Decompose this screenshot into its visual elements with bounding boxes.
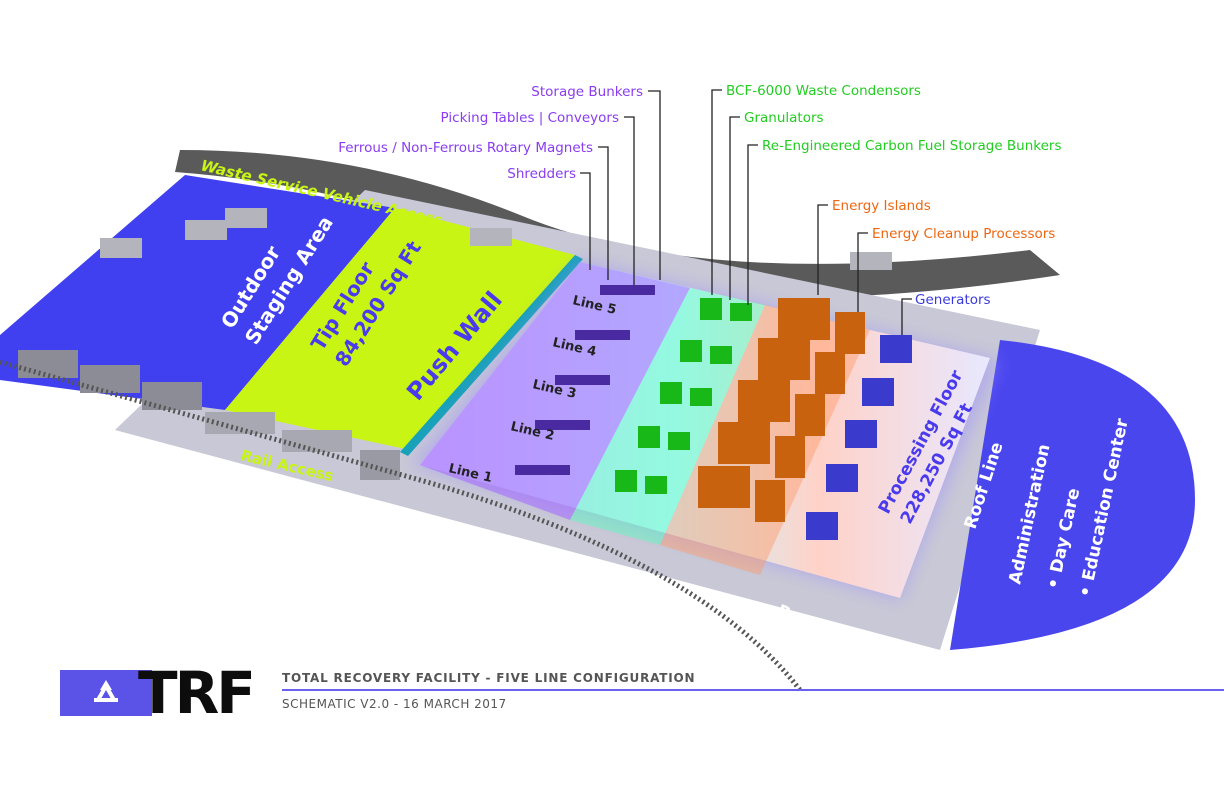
line-equipment-1 [515, 465, 667, 494]
trucks [100, 208, 892, 270]
logo-box [60, 670, 152, 716]
energy-islands [698, 298, 865, 522]
line-equipment-3 [555, 375, 712, 406]
callout-rotary-magnets: Ferrous / Non-Ferrous Rotary Magnets [338, 140, 593, 156]
zone-shredding [420, 262, 690, 520]
rail-cars [18, 350, 400, 480]
generators [806, 335, 912, 540]
footer-subtitle: SCHEMATIC V2.0 - 16 MARCH 2017 [282, 697, 507, 711]
callout-leaders [580, 89, 912, 335]
callout-granulators: Granulators [744, 110, 824, 126]
logo-text: TRF [138, 659, 256, 727]
vehicle-access-road [175, 150, 1060, 298]
rail-track [0, 359, 802, 692]
callout-picking-tables: Picking Tables | Conveyors [441, 110, 619, 126]
callout-generators: Generators [915, 292, 991, 308]
line-equipment-2 [535, 420, 690, 450]
callout-storage-bunkers: Storage Bunkers [531, 84, 643, 100]
callout-shredders: Shredders [507, 166, 576, 182]
footer-title: TOTAL RECOVERY FACILITY - FIVE LINE CONF… [282, 671, 696, 685]
callout-energy-cleanup: Energy Cleanup Processors [872, 226, 1055, 242]
line-equipment-4 [575, 330, 732, 364]
administration-building [950, 340, 1195, 650]
line-equipment-5 [600, 285, 752, 321]
callout-carbon-fuel-bunkers: Re-Engineered Carbon Fuel Storage Bunker… [762, 138, 1062, 154]
callout-energy-islands: Energy Islands [832, 198, 931, 214]
footer-divider [282, 689, 1224, 691]
tip-floor [225, 208, 575, 450]
recycle-icon [94, 680, 118, 702]
callout-waste-condensors: BCF-6000 Waste Condensors [726, 83, 921, 99]
outdoor-staging-area [0, 175, 395, 410]
push-wall [400, 255, 583, 456]
